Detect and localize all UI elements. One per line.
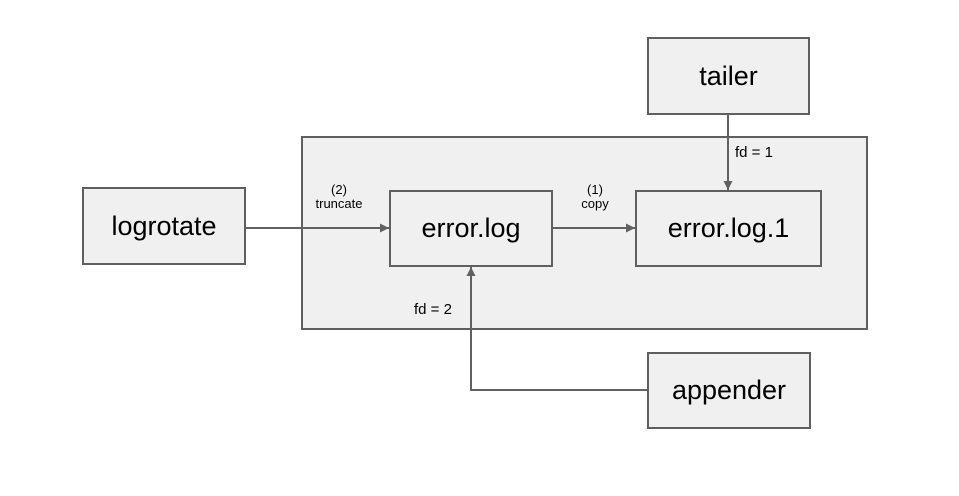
node-error-log: error.log [389,190,553,267]
node-tailer-label: tailer [699,60,758,91]
node-logrotate: logrotate [82,187,246,265]
node-logrotate-label: logrotate [111,210,217,241]
node-appender: appender [647,352,811,429]
edge-label-truncate-action: truncate [315,196,363,211]
node-tailer: tailer [647,37,810,115]
edge-label-copy: (1) copy [545,183,645,211]
node-appender-label: appender [671,375,787,405]
edge-label-fd1: fd = 1 [735,144,773,161]
edge-label-truncate: (2) truncate [289,183,389,211]
edge-label-fd2: fd = 2 [414,301,452,318]
edge-appender-to-errorlog [466,267,647,391]
edge-label-truncate-step: (2) [331,182,347,197]
edge-label-copy-step: (1) [587,182,603,197]
node-error-log-1: error.log.1 [635,190,822,267]
edge-label-copy-action: copy [581,196,609,211]
node-error-log-label: error.log [421,213,521,243]
node-error-log-1-label: error.log.1 [667,213,790,243]
